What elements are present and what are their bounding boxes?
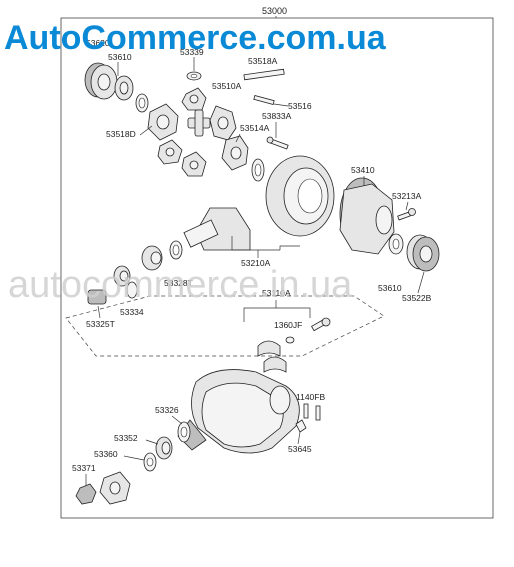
label-53610-right: 53610 xyxy=(378,283,402,293)
bolt-53213A xyxy=(397,208,416,221)
diagram-frame xyxy=(60,17,494,519)
seal-53326 xyxy=(177,421,191,443)
label-53334: 53334 xyxy=(120,307,144,317)
side-gear-left xyxy=(147,103,179,141)
label-53210A: 53210A xyxy=(241,258,271,268)
label-53110A: 53110A xyxy=(262,288,291,298)
washer-1360JF xyxy=(285,336,295,344)
label-53510A: 53510A xyxy=(212,81,242,91)
bearing-cap-left xyxy=(257,340,281,357)
label-53325T: 53325T xyxy=(86,319,115,329)
label-53326: 53326 xyxy=(155,405,179,415)
label-1360JF: 1360JF xyxy=(274,320,302,330)
washer-53339 xyxy=(186,71,202,81)
bearing-53334 xyxy=(126,281,138,299)
bearing-53620 xyxy=(84,62,118,100)
nut-53371 xyxy=(75,483,97,505)
label-53610: 53610 xyxy=(108,52,132,62)
bearing-right-inner xyxy=(388,233,404,255)
label-53371: 53371 xyxy=(72,463,96,473)
label-53213A: 53213A xyxy=(392,191,422,201)
label-1140FB: 1140FB xyxy=(296,392,325,402)
side-gear-53514A xyxy=(221,135,249,171)
label-53522B: 53522B xyxy=(402,293,432,303)
shim-53325T xyxy=(87,289,107,305)
bearing-53610 xyxy=(114,75,134,101)
diff-case-53410 xyxy=(339,177,395,255)
pinion-bearing xyxy=(141,245,163,271)
label-53410: 53410 xyxy=(351,165,375,175)
bearing-right-outer xyxy=(406,234,440,272)
label-53833A: 53833A xyxy=(262,111,292,121)
drive-pinion-53210A xyxy=(183,207,251,251)
cross-shaft-spider xyxy=(187,109,211,137)
thrust-washer xyxy=(251,158,265,182)
pinion-gear-bottom-left xyxy=(157,139,183,165)
label-53518D: 53518D xyxy=(106,129,136,139)
bearing-cap-right xyxy=(263,356,287,373)
watermark-middle: autocommerce.in.ua xyxy=(8,264,353,306)
pinion-gear-top xyxy=(181,87,207,111)
label-53328T: 53328T xyxy=(164,278,193,288)
pinion-gear-bottom xyxy=(181,151,207,177)
bolt-1360JF xyxy=(311,317,331,332)
label-53516: 53516 xyxy=(288,101,312,111)
watermark-top: AutoCommerce.com.ua xyxy=(4,19,387,57)
pin-53516 xyxy=(253,94,275,106)
label-53352: 53352 xyxy=(114,433,138,443)
clip-53645 xyxy=(295,419,307,433)
bolt-1140FB xyxy=(303,403,321,421)
pinion-ring xyxy=(169,240,183,260)
label-53339: 53339 xyxy=(180,47,204,57)
carrier-housing xyxy=(177,369,300,454)
subassembly-dashed-outline xyxy=(65,295,385,357)
oil-seal-53352 xyxy=(155,436,173,460)
spacer-53328T xyxy=(113,265,131,287)
label-53645: 53645 xyxy=(288,444,312,454)
ring-gear xyxy=(265,155,335,237)
pin-53518A xyxy=(243,68,285,81)
label-53514A: 53514A xyxy=(240,123,270,133)
washer-53360 xyxy=(143,452,157,472)
ring-53610-small xyxy=(135,93,149,113)
label-53360: 53360 xyxy=(94,449,118,459)
label-53518A: 53518A xyxy=(248,56,278,66)
flange-53371 xyxy=(99,471,131,505)
bolt-53833A xyxy=(266,136,289,150)
label-53620: 53620 xyxy=(86,38,110,48)
assembly-number: 53000 xyxy=(262,6,287,16)
side-gear-right xyxy=(209,105,237,141)
